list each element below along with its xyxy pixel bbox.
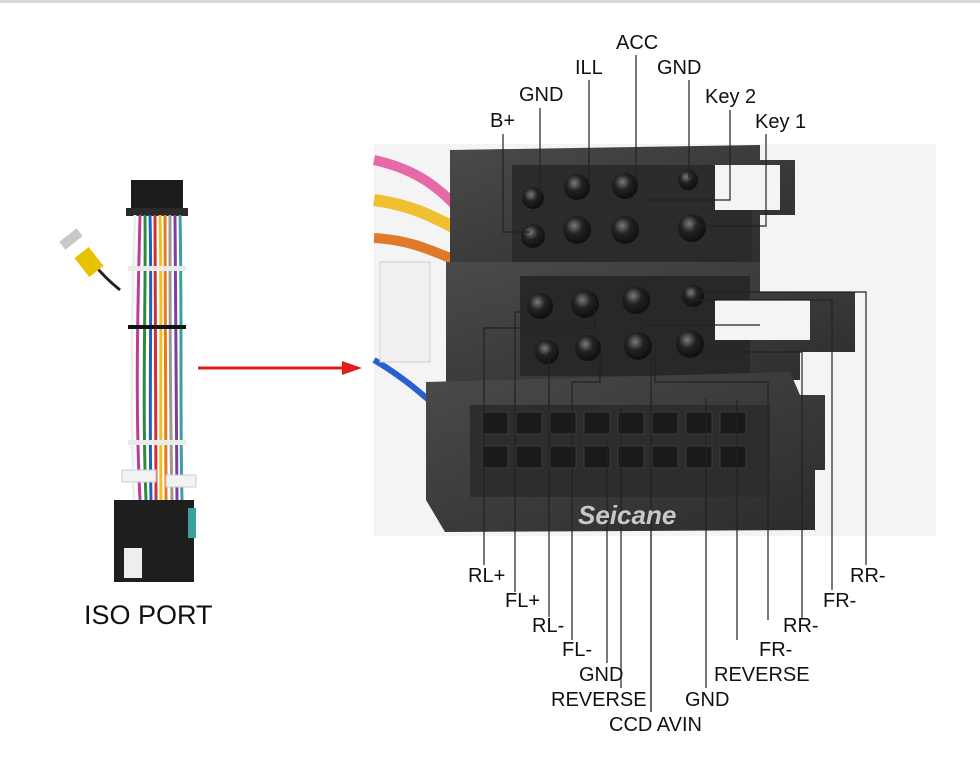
label-fr-minus-2: FR- xyxy=(823,590,857,612)
label-ccd-avin: CCD AVIN xyxy=(609,714,702,736)
label-gnd-bottom-1: GND xyxy=(579,664,624,686)
label-rr-minus-1: RR- xyxy=(783,615,819,637)
label-fr-minus-1: FR- xyxy=(759,639,793,661)
watermark-text: Seicane xyxy=(578,500,677,530)
harness-top-connector xyxy=(131,180,183,212)
label-gnd-bottom-2: GND xyxy=(685,689,730,711)
top-divider xyxy=(0,0,980,3)
label-key1: Key 1 xyxy=(755,111,807,133)
connector-photo xyxy=(372,144,936,536)
harness-illustration xyxy=(59,180,197,582)
label-gnd-top-right: GND xyxy=(657,57,702,79)
label-fl-plus: FL+ xyxy=(505,590,541,612)
red-arrow xyxy=(198,361,362,375)
label-bplus: B+ xyxy=(490,110,516,132)
label-gnd-top-left: GND xyxy=(519,84,564,106)
label-rr-minus-2: RR- xyxy=(850,565,886,587)
label-acc: ACC xyxy=(616,32,659,54)
bottom-leader-lines xyxy=(483,291,867,712)
top-leader-lines xyxy=(502,55,767,233)
label-key2: Key 2 xyxy=(705,86,757,108)
label-rl-minus: RL- xyxy=(532,615,565,637)
label-ill: ILL xyxy=(575,57,603,79)
label-reverse-1: REVERSE xyxy=(551,689,647,711)
iso-port-caption: ISO PORT xyxy=(84,600,213,630)
label-rl-plus: RL+ xyxy=(468,565,506,587)
label-reverse-2: REVERSE xyxy=(714,664,810,686)
rca-plug xyxy=(74,247,104,277)
label-fl-minus: FL- xyxy=(562,639,592,661)
